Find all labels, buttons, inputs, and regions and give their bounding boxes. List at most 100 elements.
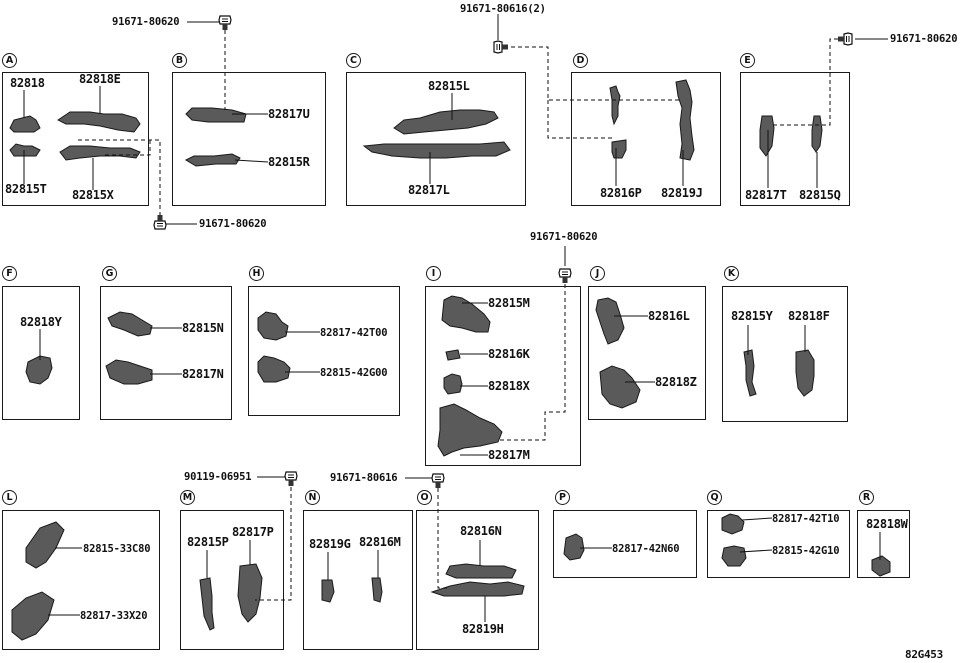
part-label: 82819J	[661, 186, 703, 200]
harness-part-illustration	[743, 349, 757, 397]
fastener-label: 90119-06951	[184, 471, 252, 483]
harness-part-illustration	[721, 545, 747, 567]
part-label: 82815T	[5, 182, 47, 196]
harness-part-illustration	[371, 577, 383, 603]
harness-part-illustration	[795, 349, 815, 397]
part-label: 82816P	[600, 186, 642, 200]
harness-part-illustration	[675, 79, 695, 161]
harness-part-illustration	[9, 143, 41, 157]
part-label: 82818Y	[20, 315, 62, 329]
group-tag-j: J	[590, 266, 605, 281]
harness-part-illustration	[11, 591, 55, 641]
fastener-label: 91671-80620	[530, 231, 598, 243]
part-label: 82817-42T10	[772, 513, 840, 525]
harness-part-illustration	[199, 577, 215, 631]
part-label: 82815Y	[731, 309, 773, 323]
fastener-label: 91671-80620	[112, 16, 180, 28]
group-tag-c: C	[346, 53, 361, 68]
part-label: 82818F	[788, 309, 830, 323]
part-label: 82816L	[648, 309, 690, 323]
harness-part-illustration	[437, 403, 503, 457]
group-box-e	[740, 72, 850, 206]
harness-part-illustration	[445, 563, 517, 579]
part-label: 82817U	[268, 107, 310, 121]
harness-part-illustration	[185, 107, 247, 123]
part-label: 82815R	[268, 155, 310, 169]
group-tag-g: G	[102, 266, 117, 281]
group-tag-n: N	[305, 490, 320, 505]
part-label: 82818W	[866, 517, 908, 531]
part-label: 82815N	[182, 321, 224, 335]
part-label: 82818	[10, 76, 45, 90]
part-label: 82815-42G10	[772, 545, 840, 557]
harness-part-illustration	[237, 563, 263, 623]
harness-part-illustration	[759, 115, 775, 157]
part-label: 82819G	[309, 537, 351, 551]
part-label: 82815P	[187, 535, 229, 549]
part-label: 82818X	[488, 379, 530, 393]
fastener-label: 91671-80620	[890, 33, 958, 45]
leader-lines	[23, 14, 888, 622]
group-box-f	[2, 286, 80, 420]
harness-part-illustration	[599, 365, 641, 409]
part-label: 82815-42G00	[320, 367, 388, 379]
group-tag-m: M	[180, 490, 195, 505]
harness-part-illustration	[321, 579, 335, 603]
group-box-h	[248, 286, 400, 416]
harness-part-illustration	[25, 355, 53, 385]
harness-part-illustration	[609, 85, 621, 126]
part-label: 82817-33X20	[80, 610, 148, 622]
harness-part-illustration	[811, 115, 823, 153]
part-label: 82817N	[182, 367, 224, 381]
part-label: 82816K	[488, 347, 530, 361]
group-tag-o: O	[417, 490, 432, 505]
group-box-k	[722, 286, 848, 422]
harness-part-illustration	[9, 115, 41, 133]
group-box-m	[180, 510, 284, 650]
part-label: 82817M	[488, 448, 530, 462]
harness-part-illustration	[430, 581, 525, 597]
harness-part-illustration	[871, 555, 891, 577]
harness-part-illustration	[257, 311, 289, 341]
group-box-r	[857, 510, 910, 578]
group-tag-l: L	[2, 490, 17, 505]
group-tag-i: I	[426, 266, 441, 281]
group-box-d	[571, 72, 721, 206]
harness-part-illustration	[257, 355, 291, 383]
group-tag-b: B	[172, 53, 187, 68]
part-label: 82817T	[745, 188, 787, 202]
harness-part-illustration	[184, 153, 241, 167]
harness-part-illustration	[563, 533, 585, 561]
group-box-i	[425, 286, 581, 466]
harness-part-illustration	[105, 359, 153, 385]
harness-part-illustration	[441, 295, 491, 333]
group-tag-e: E	[740, 53, 755, 68]
group-box-n	[303, 510, 413, 650]
part-label: 82819H	[462, 622, 504, 636]
harness-part-illustration	[107, 311, 153, 337]
fastener-label: 91671-80616(2)	[460, 3, 546, 15]
harness-part-illustration	[59, 145, 141, 161]
part-label: 82815-33C80	[83, 543, 151, 555]
harness-part-illustration	[393, 109, 499, 135]
group-tag-h: H	[249, 266, 264, 281]
group-box-b	[172, 72, 326, 206]
part-label: 82818E	[79, 72, 121, 86]
fastener-label: 91671-80620	[199, 218, 267, 230]
fastener-label: 91671-80616	[330, 472, 398, 484]
part-label: 82816M	[359, 535, 401, 549]
harness-part-illustration	[721, 513, 745, 535]
group-box-c	[346, 72, 526, 206]
part-label: 82816N	[460, 524, 502, 538]
group-tag-k: K	[724, 266, 739, 281]
harness-part-illustration	[445, 349, 461, 361]
group-tag-f: F	[2, 266, 17, 281]
harness-part-illustration	[443, 373, 463, 395]
group-box-l	[2, 510, 160, 650]
diagram-code: 82G453	[905, 648, 943, 661]
harness-part-illustration	[57, 111, 141, 133]
group-box-p	[553, 510, 697, 578]
part-label: 82818Z	[655, 375, 697, 389]
